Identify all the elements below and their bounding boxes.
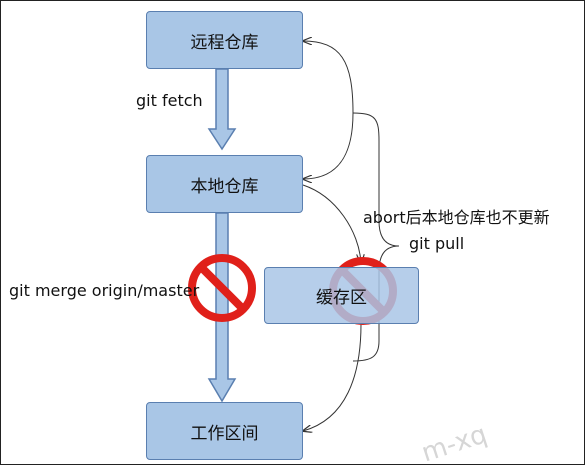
local-repo-node: 本地仓库 [146, 155, 303, 213]
curve-cache-to-working [303, 323, 362, 431]
merge-arrow [207, 212, 237, 403]
git-merge-label: git merge origin/master [9, 281, 200, 300]
working-dir-node: 工作区间 [146, 402, 303, 460]
cache-area-node: 缓存区 [264, 267, 419, 324]
prohibited-sign-merge [188, 254, 256, 322]
fetch-arrow [207, 68, 237, 151]
git-pull-label: git pull [409, 234, 465, 253]
pull-curve-to-local [303, 112, 354, 179]
abort-note-label: abort后本地仓库也不更新 [363, 208, 550, 227]
curve-local-to-cache [302, 184, 361, 263]
remote-repo-node: 远程仓库 [146, 11, 303, 69]
pull-curve-to-remote [303, 41, 354, 114]
git-pull-brace [352, 112, 400, 362]
git-fetch-label: git fetch [136, 91, 203, 110]
